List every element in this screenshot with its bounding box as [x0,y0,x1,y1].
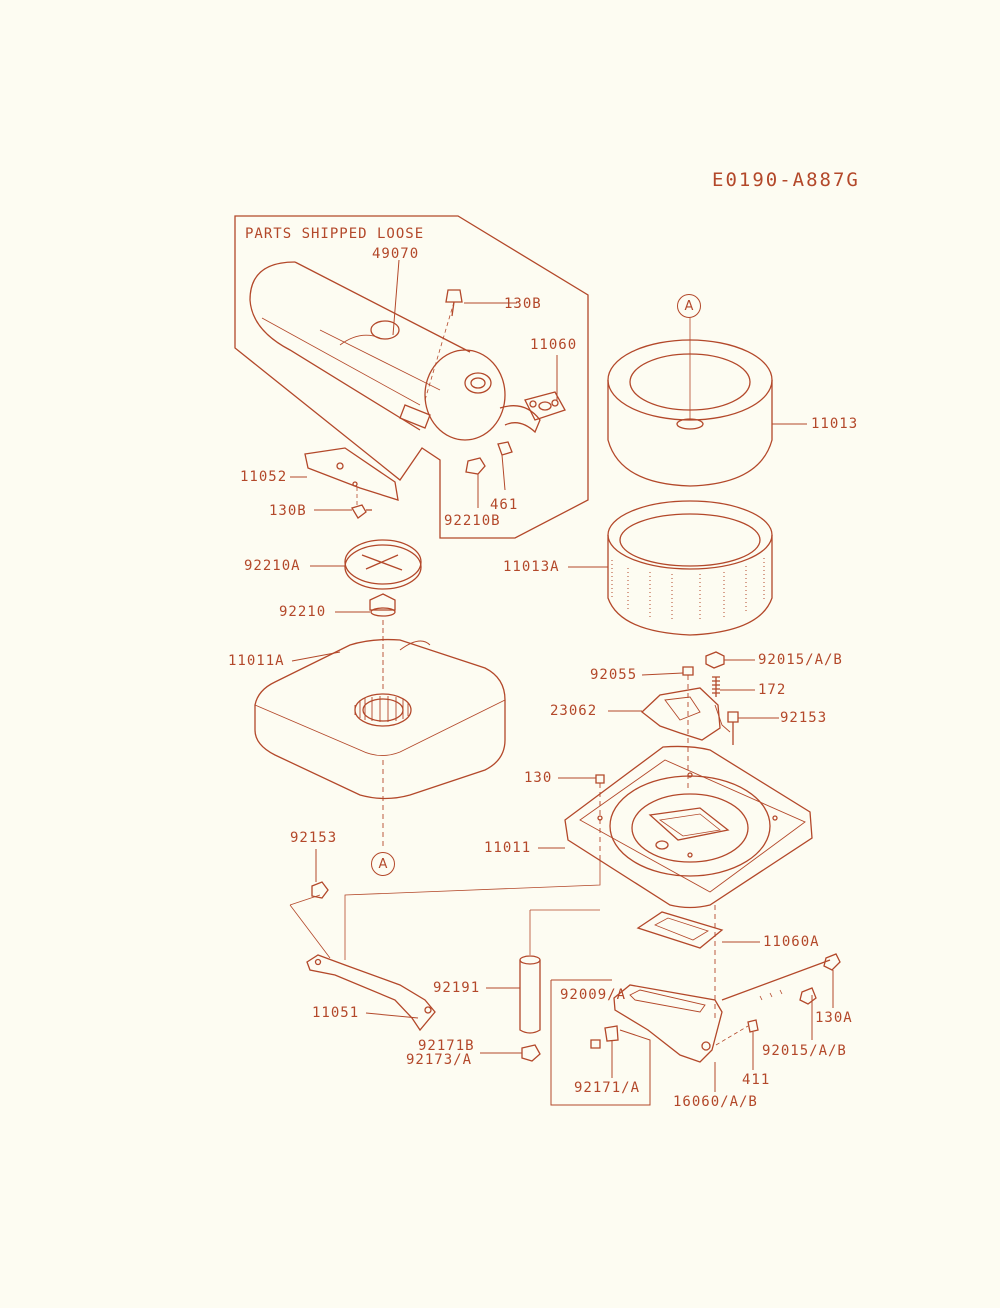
air-cleaner-housing-icon [254,638,506,848]
bracket-block-icon [641,687,731,741]
wing-nut-icon [369,593,396,617]
part-label: 92153 [290,830,338,846]
part-label: 172 [758,682,787,698]
nut-icon [799,987,817,1005]
part-label: 92171B [418,1038,475,1054]
bolt-icon [311,881,329,899]
part-label: 92015/A/B [762,1043,847,1059]
part-label: 92191 [433,980,481,996]
filter-element-icon [607,500,773,636]
elbow-icon [613,984,723,1063]
nut-clip-icon [497,441,513,456]
air-filter-cover-icon [607,318,773,487]
part-label: 461 [490,497,519,513]
parts-shipped-loose-outline [234,215,589,539]
part-label: 130A [815,1010,853,1026]
part-label: 11011A [228,653,285,669]
part-label: 130B [504,296,542,312]
pipe-icon [519,955,541,1034]
part-label: 130 [524,770,553,786]
part-label: 92210A [244,558,301,574]
nut-icon [705,651,725,669]
stud-icon [721,959,831,1001]
part-label: 23062 [550,703,598,719]
reference-marker-bottom: A [371,852,395,876]
cover-cap-icon [344,539,422,590]
air-cleaner-base-icon [564,745,813,909]
reference-marker-top: A [677,294,701,318]
screw-icon [590,1039,601,1049]
part-label: 92055 [590,667,638,683]
bracket-icon [304,447,399,501]
part-label: 11051 [312,1005,360,1021]
leader-lines [290,259,834,1092]
part-label: 92173/A [406,1052,473,1068]
part-label: 11060 [530,337,578,353]
washer-icon [747,1019,759,1033]
parts-shipped-loose-title: PARTS SHIPPED LOOSE [245,226,425,242]
bolt-icon [351,504,372,519]
bolt-icon [424,289,463,401]
part-label: 411 [742,1072,771,1088]
part-label: 11060A [763,934,820,950]
gasket-icon [636,911,724,949]
part-label: 92153 [780,710,828,726]
part-label: 11011 [484,840,532,856]
nut-icon [521,1044,541,1062]
part-label: 11013 [811,416,859,432]
muffler-icon [249,261,541,441]
diagram-code: E0190-A887G [712,169,860,191]
part-label: 92210B [444,513,501,529]
bolt-icon [727,711,739,745]
stud-icon [712,676,720,697]
bolt-icon [595,774,605,784]
gasket-icon [524,391,566,421]
part-label: 92210 [279,604,327,620]
part-label: 92171/A [574,1080,641,1096]
part-label: 92009/A [560,987,627,1003]
part-label: 92015/A/B [758,652,843,668]
nut-icon [823,953,841,971]
part-label: 11013A [503,559,560,575]
washer-icon [682,666,694,676]
clip-icon [604,1025,619,1042]
parts-group-outline [550,980,651,1106]
part-label: 16060/A/B [673,1094,758,1110]
nut-icon [465,457,486,475]
part-label: 49070 [372,246,420,262]
stay-bracket-icon [306,954,436,1032]
part-label: 130B [269,503,307,519]
part-label: 11052 [240,469,288,485]
